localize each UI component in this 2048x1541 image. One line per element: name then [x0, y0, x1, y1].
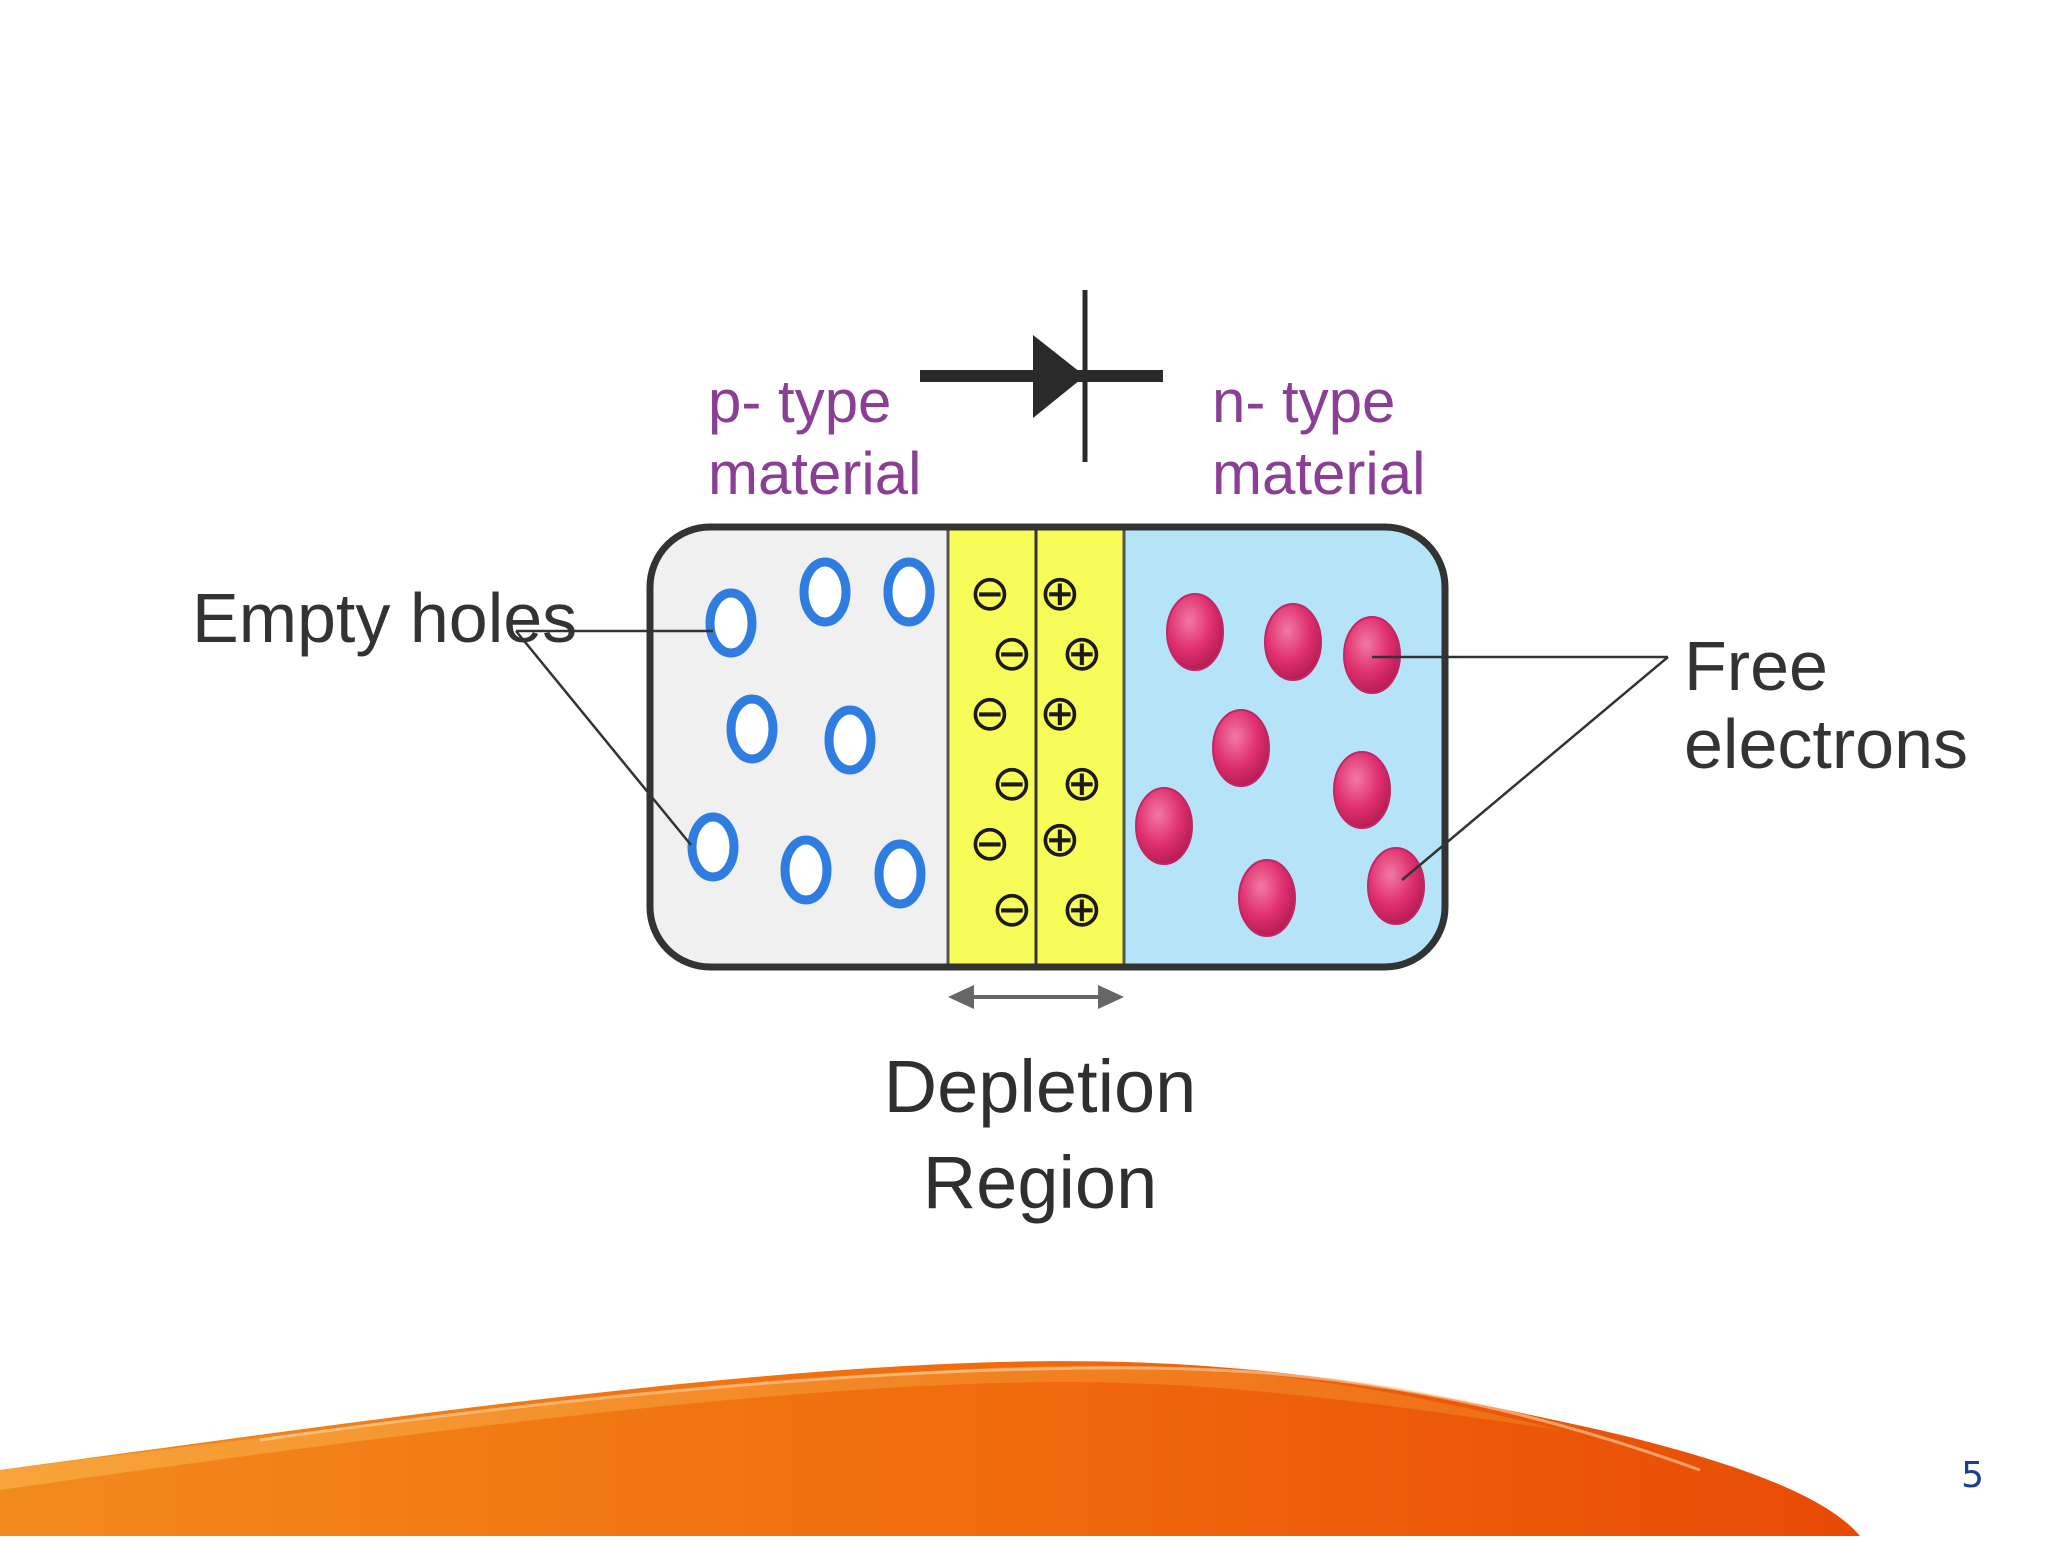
electron	[1333, 751, 1391, 829]
depletion-width-arrow	[948, 985, 1124, 1009]
electron	[1166, 593, 1224, 671]
block-outline	[646, 523, 1449, 971]
electron	[1367, 847, 1425, 925]
negative-ions: ⊖ ⊖ ⊖ ⊖ ⊖ ⊖	[969, 565, 1033, 937]
p-type-label-line2: material	[708, 440, 921, 507]
footer-wave	[0, 1361, 1860, 1536]
page-number: 5	[1961, 1455, 1984, 1496]
positive-ions: ⊕ ⊕ ⊕ ⊕ ⊕ ⊕	[1039, 565, 1103, 937]
positive-ion: ⊕	[1061, 881, 1103, 937]
positive-ion: ⊕	[1039, 565, 1081, 621]
free-electrons-label-line2: electrons	[1684, 705, 1968, 783]
n-type-label-line2: material	[1212, 440, 1425, 507]
hole	[726, 694, 778, 764]
negative-ion: ⊖	[991, 881, 1033, 937]
negative-ion: ⊖	[969, 815, 1011, 871]
positive-ion: ⊕	[1039, 811, 1081, 867]
negative-ion: ⊖	[969, 565, 1011, 621]
hole	[824, 705, 876, 775]
electron	[1212, 709, 1270, 787]
positive-ion: ⊕	[1061, 625, 1103, 681]
diode-symbol	[920, 290, 1163, 462]
p-type-label-line1: p- type	[708, 368, 891, 435]
empty-holes-label: Empty holes	[192, 579, 577, 657]
negative-ion: ⊖	[991, 625, 1033, 681]
positive-ion: ⊕	[1039, 685, 1081, 741]
depletion-region-label-line1: Depletion	[884, 1045, 1197, 1128]
callout-lines	[515, 629, 1669, 881]
hole	[780, 835, 832, 905]
negative-ion: ⊖	[969, 685, 1011, 741]
n-type-label-line1: n- type	[1212, 368, 1395, 435]
electrons-group	[1135, 593, 1425, 937]
positive-ion: ⊕	[1061, 755, 1103, 811]
electron	[1264, 603, 1322, 681]
hole	[883, 557, 935, 627]
holes-group	[687, 557, 935, 909]
electron	[1238, 859, 1296, 937]
electron	[1343, 616, 1401, 694]
hole	[799, 557, 851, 627]
depletion-region-label-line2: Region	[923, 1141, 1158, 1224]
hole	[687, 812, 739, 882]
hole	[705, 588, 757, 658]
free-electrons-label-line1: Free	[1684, 627, 1828, 705]
hole	[874, 839, 926, 909]
electron	[1135, 787, 1193, 865]
negative-ion: ⊖	[991, 755, 1033, 811]
